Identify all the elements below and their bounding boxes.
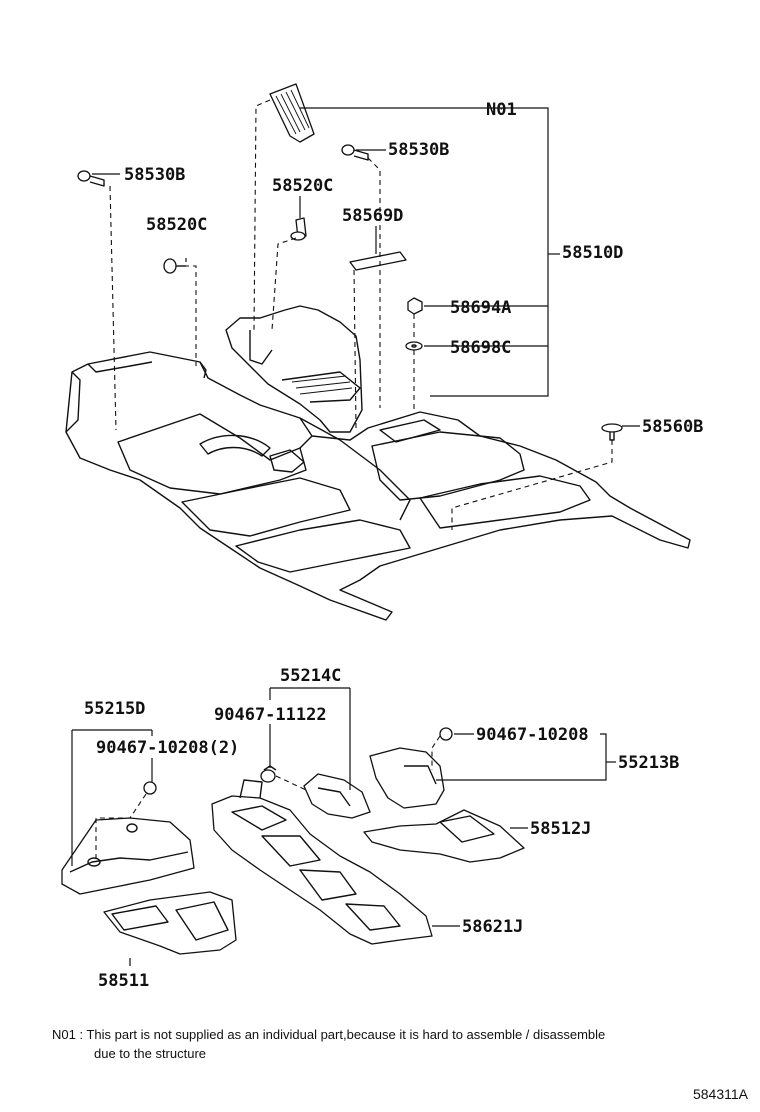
insulator-55214c xyxy=(303,773,371,819)
lower-leader-lines xyxy=(71,687,616,966)
upper-leader-lines xyxy=(92,107,640,427)
label-58698c: 58698C xyxy=(450,338,511,358)
label-90467-11122: 90467-11122 xyxy=(214,705,327,725)
footnote-line-2: due to the structure xyxy=(94,1046,207,1061)
label-58511: 58511 xyxy=(98,971,149,991)
clip-58530b-left xyxy=(77,170,105,187)
clip-58520c-upper xyxy=(290,217,307,241)
label-55213b: 55213B xyxy=(618,753,679,773)
pedal-pad xyxy=(269,83,315,143)
lower-dashed-lines xyxy=(95,735,441,860)
washer-58698c xyxy=(405,341,423,351)
silencer-55215d xyxy=(61,817,195,895)
footnote-line-1: N01 : This part is not supplied as an in… xyxy=(52,1027,606,1042)
figure-code: 584311A xyxy=(692,1086,748,1102)
floor-carpet-assembly xyxy=(65,305,691,621)
label-90467-10208-2: 90467-10208(2) xyxy=(96,738,239,758)
label-58569d: 58569D xyxy=(342,206,403,226)
label-58621j: 58621J xyxy=(462,917,523,937)
clip-90467-11122 xyxy=(260,765,277,783)
clip-90467-10208-right xyxy=(439,727,453,741)
label-58530b-right: 58530B xyxy=(388,140,449,160)
label-58510d: 58510D xyxy=(562,243,623,263)
plug-58560b xyxy=(601,423,623,441)
label-55215d: 55215D xyxy=(84,699,145,719)
label-58512j: 58512J xyxy=(530,819,591,839)
clip-58530b-right xyxy=(341,144,369,161)
upper-dashed-lines xyxy=(109,99,613,530)
clip-90467-10208-left xyxy=(143,781,157,795)
insulator-55213b xyxy=(369,747,445,809)
label-n01: N01 xyxy=(486,100,517,120)
nut-58694a xyxy=(407,297,423,315)
label-58530b-left: 58530B xyxy=(124,165,185,185)
pad-58512j xyxy=(363,809,525,863)
label-58560b: 58560B xyxy=(642,417,703,437)
label-55214c: 55214C xyxy=(280,666,341,686)
silencer-58621j xyxy=(211,779,433,945)
label-90467-10208: 90467-10208 xyxy=(476,725,589,745)
label-58520c-lower: 58520C xyxy=(146,215,207,235)
label-58520c-upper: 58520C xyxy=(272,176,333,196)
pad-58511 xyxy=(103,891,237,955)
plate-58569d xyxy=(349,251,407,271)
clip-58520c-lower xyxy=(163,258,186,274)
label-58694a: 58694A xyxy=(450,298,511,318)
